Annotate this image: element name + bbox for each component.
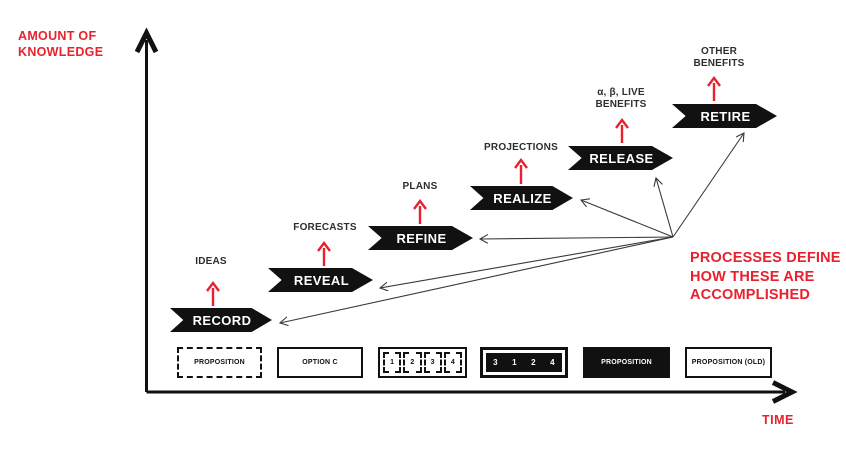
stage-chevron-realize: REALIZE [470, 186, 573, 210]
stage-chevron-retire: RETIRE [672, 104, 777, 128]
artifact-proposition-old-label: PROPOSITION (OLD) [691, 359, 766, 366]
stage-chevron-reveal-label: REVEAL [293, 272, 350, 288]
artifact-cell-1: 1 [383, 352, 402, 373]
process-arrow-to-refine [480, 237, 674, 239]
x-axis-arrowhead-icon [771, 380, 798, 404]
process-arrow-to-release [656, 178, 674, 238]
red-up-arrow-refine [413, 199, 427, 224]
artifact-black-cell-3: 2 [531, 358, 536, 367]
red-up-arrow-realize [514, 158, 528, 184]
process-arrow-to-realize [581, 200, 674, 238]
stage-chevron-retire-label: RETIRE [700, 108, 751, 124]
x-axis-label: TIME [762, 413, 794, 427]
knowledge-label-forecasts: FORECASTS [293, 222, 357, 233]
knowledge-label-projections: PROJECTIONS [484, 142, 558, 153]
red-up-arrow-reveal [317, 241, 331, 266]
process-arrow-to-reveal [380, 236, 674, 288]
artifact-black-cell-2: 1 [512, 358, 517, 367]
artifact-proposition-old: PROPOSITION (OLD) [685, 347, 772, 378]
artifact-cell-2: 2 [403, 352, 422, 373]
artifact-numbered-dashed-cells: 1 2 3 4 [378, 347, 467, 378]
process-arrow-to-retire [672, 133, 744, 238]
stage-chevron-release-label: RELEASE [589, 150, 654, 166]
artifact-proposition-dashed: PROPOSITION [177, 347, 262, 378]
artifact-proposition-black: PROPOSITION [583, 347, 670, 378]
artifact-numbered-black: 3 1 2 4 [480, 347, 568, 378]
knowledge-label-other-benefits: OTHER BENEFITS [693, 46, 745, 69]
artifact-option-c-label: OPTION C [302, 359, 338, 366]
stage-chevron-realize-label: REALIZE [493, 190, 552, 206]
red-up-arrow-record [206, 281, 220, 306]
artifact-black-cell-1: 3 [493, 358, 498, 367]
knowledge-label-plans: PLANS [402, 181, 438, 192]
artifact-option-c: OPTION C [277, 347, 363, 378]
knowledge-label-ideas: IDEAS [195, 256, 227, 267]
artifact-black-cell-4: 4 [550, 358, 555, 367]
y-axis-arrowhead-icon [134, 27, 159, 54]
stage-chevron-record-label: RECORD [192, 312, 252, 328]
artifact-numbered-black-inner: 3 1 2 4 [486, 353, 562, 372]
processes-annotation: PROCESSES DEFINE HOW THESE ARE ACCOMPLIS… [690, 250, 841, 304]
artifact-proposition-black-label: PROPOSITION [601, 359, 652, 366]
artifact-proposition-dashed-label: PROPOSITION [194, 359, 245, 366]
process-arrow-to-record [280, 236, 674, 323]
stage-chevron-refine-label: REFINE [396, 230, 447, 246]
red-up-arrow-retire [707, 76, 721, 101]
red-up-arrow-release [615, 118, 629, 143]
stage-chevron-release: RELEASE [568, 146, 673, 170]
knowledge-label-live-benefits: α, β, LIVE BENEFITS [595, 87, 647, 110]
stage-chevron-reveal: REVEAL [268, 268, 373, 292]
stage-chevron-record: RECORD [170, 308, 272, 332]
artifact-cell-4: 4 [443, 352, 462, 373]
stage-chevron-refine: REFINE [368, 226, 473, 250]
y-axis-label: AMOUNT OF KNOWLEDGE [18, 29, 104, 60]
artifact-cell-3: 3 [423, 352, 442, 373]
